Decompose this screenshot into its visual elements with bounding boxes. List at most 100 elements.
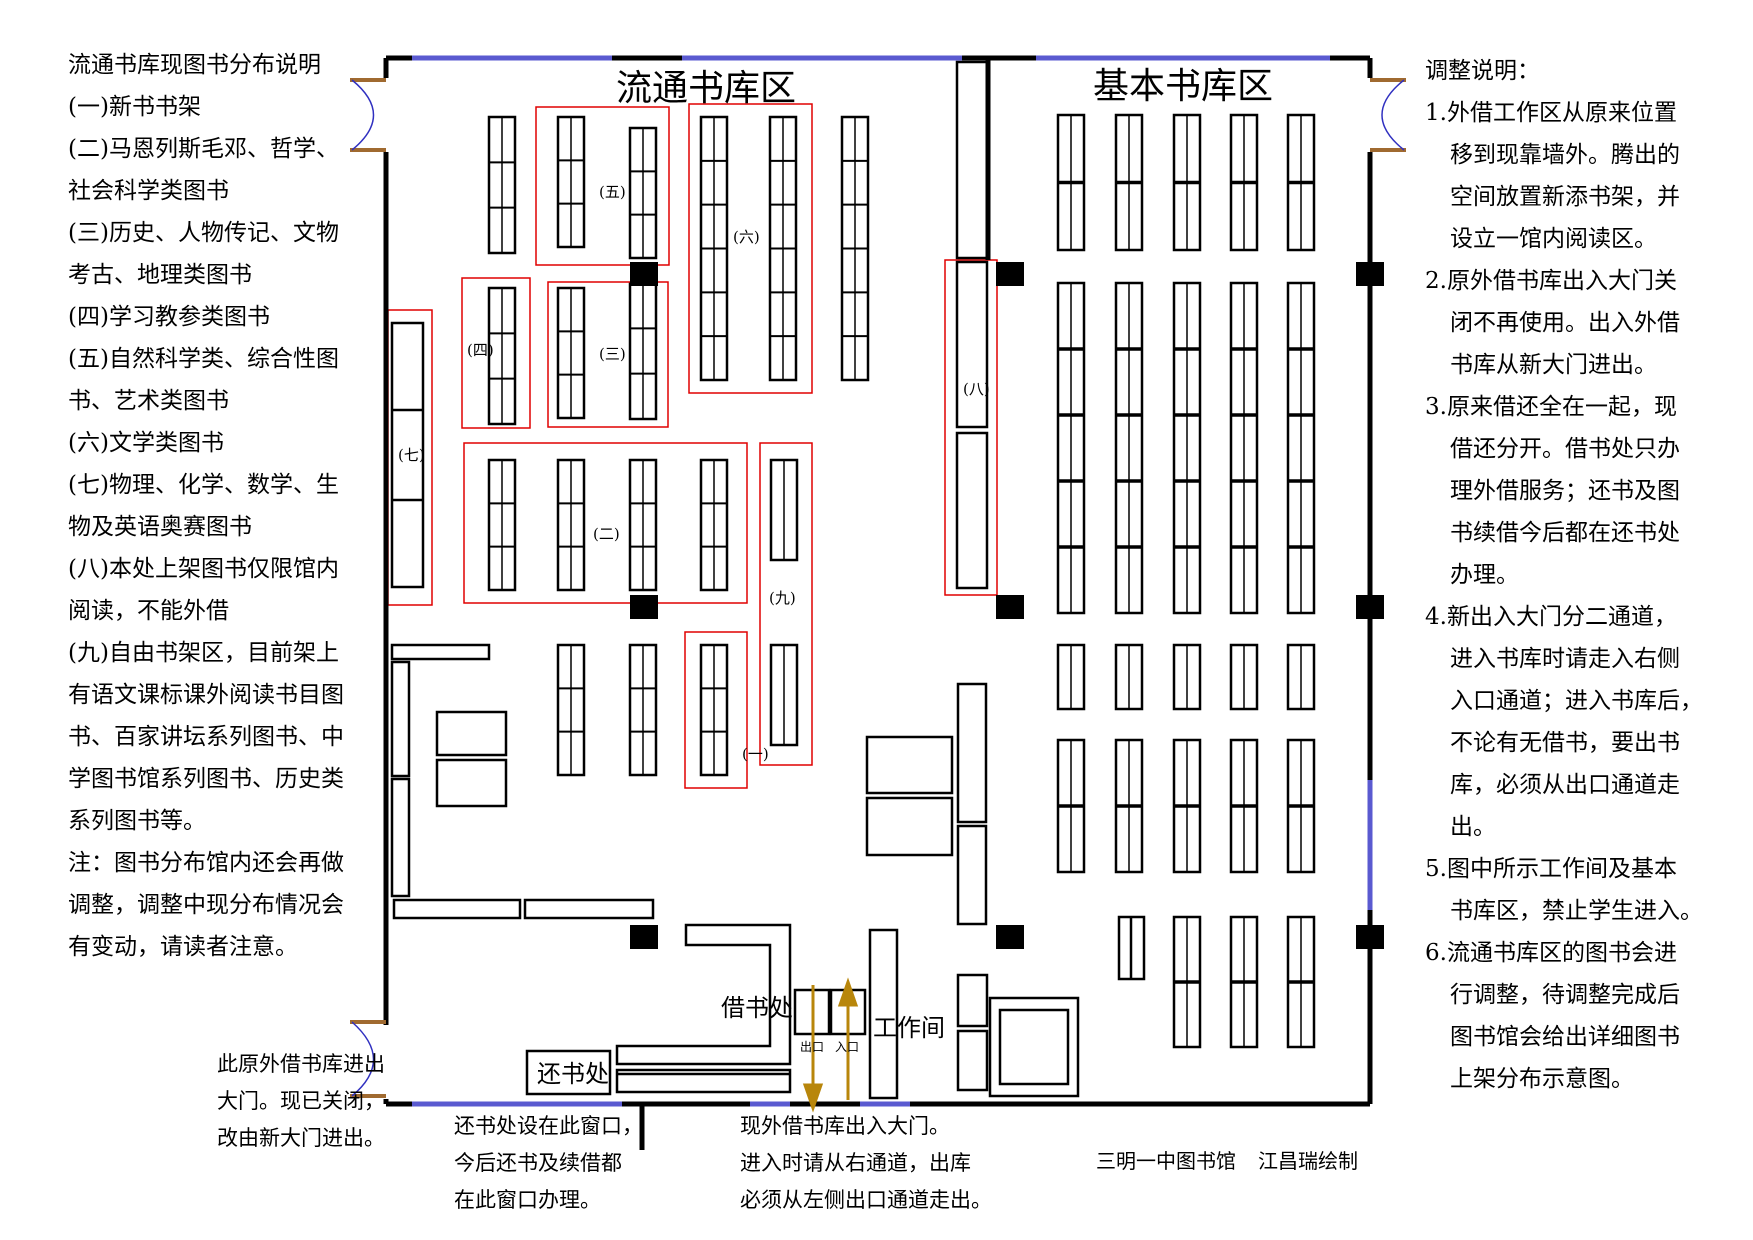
- marker-5: (五): [599, 183, 626, 201]
- bookshelf: [487, 115, 517, 255]
- left-legend-line: 有语文课标课外阅读书目图: [68, 682, 344, 708]
- category-zone-box: [547, 281, 669, 428]
- right-notes-line: 库，必须从出口通道走: [1450, 772, 1680, 798]
- right-notes-line: 理外借服务；还书及图: [1450, 478, 1680, 504]
- plan-labels: 流通书库区 基本书库区 (一) (二) (三) (四) (五) (六) (七) …: [398, 66, 1273, 1088]
- bookshelf: [1172, 915, 1202, 1049]
- right-notes-line: 办理。: [1450, 562, 1519, 588]
- bookshelf: [556, 115, 586, 249]
- marker-9: (九): [769, 589, 796, 607]
- bookshelf: [1114, 738, 1144, 874]
- left-legend-line: (二)马恩列斯毛邓、哲学、: [68, 136, 339, 162]
- marker-2: (二): [593, 525, 620, 543]
- marker-1: (一): [742, 745, 769, 763]
- exit-arrow-head: [802, 1083, 824, 1113]
- bookshelf: [1286, 113, 1316, 252]
- columns: [630, 262, 1384, 949]
- bookshelf: [556, 286, 586, 420]
- left-legend-line: (七)物理、化学、数学、生: [68, 472, 339, 498]
- bookshelf: [1229, 281, 1259, 615]
- right-notes-line: 出。: [1450, 814, 1496, 840]
- marker-7: (七): [398, 446, 425, 464]
- right-notes-lines: 1.外借工作区从原来位置移到现靠墙外。腾出的空间放置新添书架，并设立一馆内阅读区…: [1425, 92, 1703, 1100]
- left-legend-line: 书、艺术类图书: [68, 388, 229, 414]
- left-legend-line: 有变动，请读者注意。: [68, 934, 298, 960]
- left-legend-lines: (一)新书书架(二)马恩列斯毛邓、哲学、社会科学类图书(三)历史、人物传记、文物…: [68, 86, 344, 968]
- right-notes-title: 调整说明：: [1425, 58, 1540, 84]
- bookshelf: [1114, 113, 1144, 252]
- bookshelf: [487, 458, 517, 592]
- left-legend-line: 书、百家讲坛系列图书、中: [68, 724, 344, 750]
- category-zone-box: [688, 103, 813, 394]
- right-notes-line: 上架分布示意图。: [1450, 1066, 1634, 1092]
- bookshelf: [699, 643, 729, 777]
- left-legend-line: 调整，调整中现分布情况会: [68, 892, 344, 918]
- return-desk-label: 还书处: [537, 1060, 609, 1088]
- bookshelf: [1286, 643, 1316, 711]
- bookshelf: [487, 286, 517, 426]
- marker-3: (三): [599, 345, 626, 363]
- right-notes-line: 4.新出入大门分二通道，: [1425, 604, 1677, 630]
- bookshelf: [1056, 113, 1086, 252]
- right-notes-line: 移到现靠墙外。腾出的: [1450, 142, 1680, 168]
- left-legend-line: (一)新书书架: [68, 94, 201, 120]
- category-zone-box: [944, 259, 998, 596]
- left-legend-line: 注：图书分布馆内还会再做: [68, 850, 344, 876]
- exit-label: 出口: [800, 1040, 824, 1054]
- bookshelf: [628, 458, 658, 592]
- entrance-label: 入口: [835, 1040, 859, 1054]
- right-notes-line: 设立一馆内阅读区。: [1450, 226, 1657, 252]
- right-notes-line: 借还分开。借书处只办: [1450, 436, 1680, 462]
- marker-4: (四): [467, 341, 494, 359]
- bookshelf: [1229, 113, 1259, 252]
- bookshelves: [487, 113, 1316, 1049]
- left-legend-line: 社会科学类图书: [68, 178, 229, 204]
- caption-return-window: 还书处设在此窗口， 今后还书及续借都 在此窗口办理。: [454, 1114, 643, 1212]
- bookshelf: [699, 458, 729, 592]
- right-notes-line: 书库区，禁止学生进入。: [1450, 898, 1703, 924]
- bookshelf: [1114, 281, 1144, 615]
- borrow-desk-label: 借书处: [721, 994, 793, 1022]
- left-legend-title: 流通书库现图书分布说明: [68, 52, 321, 78]
- bookshelf: [628, 126, 658, 260]
- bookshelf: [768, 115, 798, 382]
- right-notes-line: 闭不再使用。出入外借: [1450, 310, 1680, 336]
- right-notes-line: 图书馆会给出详细图书: [1450, 1024, 1680, 1050]
- left-legend-line: (九)自由书架区，目前架上: [68, 640, 339, 666]
- bookshelf: [1286, 738, 1316, 874]
- right-notes-line: 2.原外借书库出入大门关: [1425, 268, 1677, 294]
- right-notes-line: 3.原来借还全在一起，现: [1425, 394, 1677, 420]
- bookshelf: [556, 643, 586, 777]
- right-notes-line: 5.图中所示工作间及基本: [1425, 856, 1677, 882]
- bookshelf: [1056, 281, 1086, 615]
- category-zone-box: [535, 106, 670, 266]
- left-legend: 流通书库现图书分布说明 (一)新书书架 (二)马恩列斯毛邓、哲学、社会科学类图书 (…: [68, 44, 344, 968]
- bookshelf: [1229, 643, 1259, 711]
- category-zone-box: [684, 631, 748, 789]
- bookshelf: [1172, 643, 1202, 711]
- building-walls: [383, 55, 1373, 1150]
- bookshelf: [1286, 915, 1316, 1049]
- bookshelf: [1056, 643, 1086, 711]
- left-legend-line: 学图书馆系列图书、历史类: [68, 766, 344, 792]
- category-zone-box: [463, 442, 748, 604]
- right-notes-line: 入口通道；进入书库后，: [1450, 688, 1703, 714]
- right-notes-line: 行调整，待调整完成后: [1450, 982, 1680, 1008]
- caption-old-door: 此原外借书库进出 大门。现已关闭， 改由新大门进出。: [217, 1052, 385, 1150]
- bookshelf: [699, 115, 729, 382]
- bookshelf: [1114, 643, 1144, 711]
- bookshelf: [628, 281, 658, 421]
- bookshelf: [1056, 738, 1086, 874]
- left-legend-line: (五)自然科学类、综合性图: [68, 346, 339, 372]
- caption-new-door: 现外借书库出入大门。 进入时请从右通道，出库 必须从左侧出口通道走出。: [740, 1114, 992, 1212]
- right-notes-line: 书续借今后都在还书处: [1450, 520, 1680, 546]
- left-legend-line: 考古、地理类图书: [68, 262, 252, 288]
- right-notes-line: 空间放置新添书架，并: [1450, 184, 1680, 210]
- bookshelf: [1286, 281, 1316, 615]
- credit-author: 江昌瑞绘制: [1258, 1149, 1358, 1173]
- right-notes-line: 进入书库时请走入右侧: [1450, 646, 1680, 672]
- credit-org: 三明一中图书馆: [1096, 1149, 1236, 1173]
- furniture: [390, 60, 1146, 1100]
- right-notes-line: 书库从新大门进出。: [1450, 352, 1657, 378]
